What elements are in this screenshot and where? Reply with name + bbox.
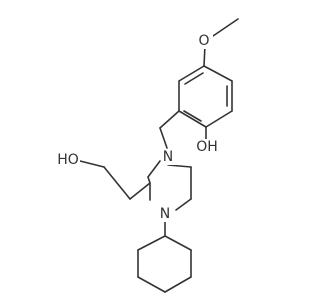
ring-bond xyxy=(178,110,207,128)
piperazine-ring xyxy=(147,160,192,211)
bond-methyl-o xyxy=(212,18,239,37)
ring-bond xyxy=(164,235,192,251)
ring-bond xyxy=(167,164,192,168)
hydroxyethyl-oh-label: HO xyxy=(57,152,79,168)
cyclohexane-ring xyxy=(137,235,192,293)
ring-bond xyxy=(205,110,233,128)
benzene-ring xyxy=(178,65,233,128)
ring-bond xyxy=(178,65,205,82)
ring-bond xyxy=(137,276,166,293)
methoxy-oxygen-label: O xyxy=(198,33,209,49)
piperazine-n-top-label: N xyxy=(163,149,173,165)
ring-bond xyxy=(203,65,233,82)
ring-bond xyxy=(147,160,161,178)
chemical-structure: O OH N N HO xyxy=(57,18,239,293)
bond-aryl-ch2 xyxy=(159,110,180,129)
bond-ch2-oh xyxy=(79,160,105,168)
bond-ch2-ch2 xyxy=(103,166,131,200)
piperazine-n-bottom-label: N xyxy=(160,206,170,222)
ring-bond xyxy=(147,176,151,184)
ring-double-bond xyxy=(183,110,202,122)
ring-bond xyxy=(164,276,192,293)
ring-double-bond xyxy=(184,72,204,85)
ring-bond xyxy=(175,198,192,211)
bond-ch2-n xyxy=(159,127,168,149)
phenol-oh-label: OH xyxy=(196,139,218,155)
bond-ring-ch2 xyxy=(129,182,151,200)
ring-bond xyxy=(137,235,166,251)
